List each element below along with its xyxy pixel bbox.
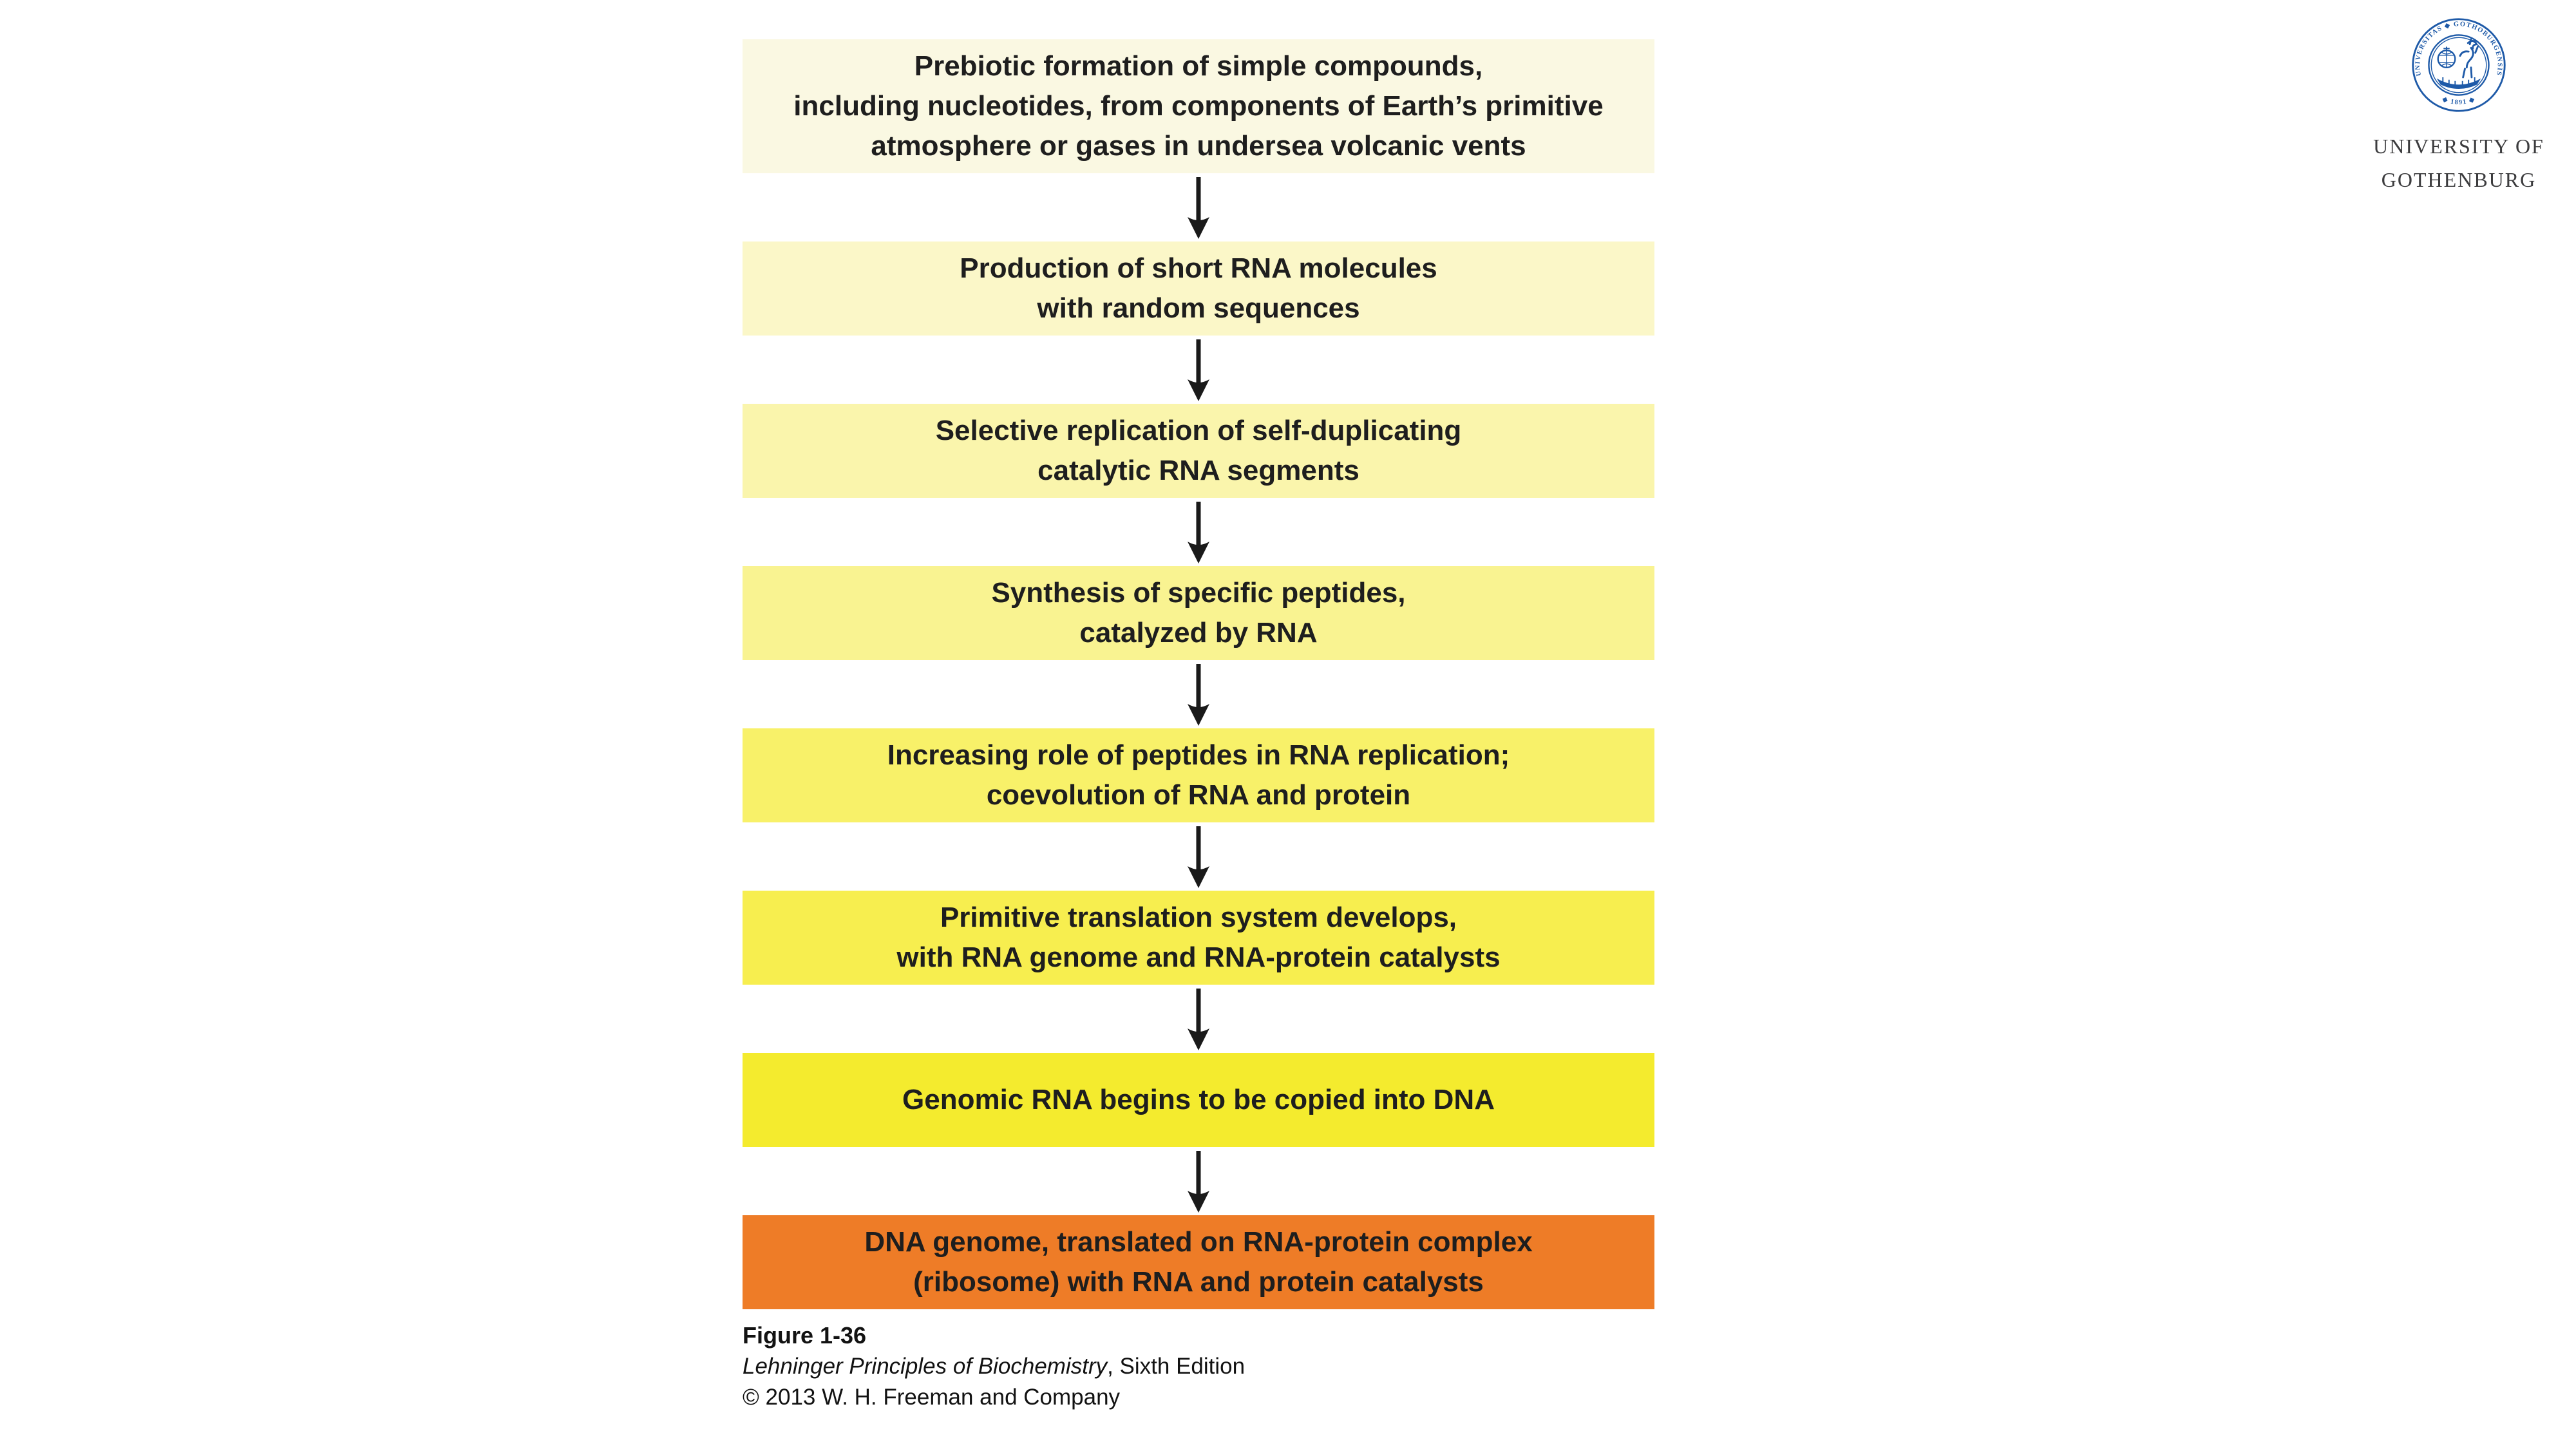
down-arrow-icon xyxy=(1188,502,1209,564)
seal-year-text: ◆ 1891 ◆ xyxy=(2441,95,2476,106)
step-selective-replication: Selective replication of self-duplicatin… xyxy=(743,404,1654,498)
down-arrow xyxy=(743,336,1654,404)
copyright-line: © 2013 W. H. Freeman and Company xyxy=(743,1385,1121,1410)
svg-text:◆ 1891 ◆: ◆ 1891 ◆ xyxy=(2441,95,2476,106)
step-text-line: including nucleotides, from components o… xyxy=(793,90,1604,122)
down-arrow-icon xyxy=(1188,177,1209,239)
step-text-line: Prebiotic formation of simple compounds, xyxy=(914,50,1483,82)
step-text-line: with RNA genome and RNA-protein catalyst… xyxy=(896,942,1501,973)
book-title-italic: Lehninger Principles of Biochemistry xyxy=(743,1354,1108,1379)
down-arrow xyxy=(743,1147,1654,1215)
down-arrow-icon xyxy=(1188,664,1209,726)
book-title-edition: , Sixth Edition xyxy=(1107,1354,1245,1379)
step-peptides-in-replication: Increasing role of peptides in RNA repli… xyxy=(743,728,1654,822)
down-arrow xyxy=(743,660,1654,728)
down-arrow-icon xyxy=(1188,1151,1209,1213)
university-seal-icon: UNIVERSITAS ◆ GOTHOBURGENSIS ◆ 1891 ◆ xyxy=(2412,18,2506,112)
university-name: UNIVERSITY OF GOTHENBURG xyxy=(2344,129,2573,196)
down-arrow xyxy=(743,498,1654,566)
down-arrow-icon xyxy=(1188,989,1209,1050)
step-text-line: catalytic RNA segments xyxy=(1037,455,1359,486)
step-rna-copied-to-dna: Genomic RNA begins to be copied into DNA xyxy=(743,1053,1654,1147)
step-text-line: Production of short RNA molecules xyxy=(960,252,1437,284)
step-text-line: DNA genome, translated on RNA-protein co… xyxy=(864,1226,1533,1258)
figure-label: Figure 1-36 xyxy=(743,1322,867,1349)
step-text-line: Increasing role of peptides in RNA repli… xyxy=(887,739,1510,771)
step-text-line: (ribosome) with RNA and protein catalyst… xyxy=(913,1266,1484,1298)
step-text-line: coevolution of RNA and protein xyxy=(986,779,1411,811)
university-name-line1: UNIVERSITY OF xyxy=(2373,135,2544,158)
step-dna-genome: DNA genome, translated on RNA-protein co… xyxy=(743,1215,1654,1309)
university-name-line2: GOTHENBURG xyxy=(2381,168,2537,191)
university-logo: UNIVERSITAS ◆ GOTHOBURGENSIS ◆ 1891 ◆ UN… xyxy=(2344,16,2573,196)
step-text-line: catalyzed by RNA xyxy=(1079,617,1318,649)
down-arrow xyxy=(743,985,1654,1053)
down-arrow-icon xyxy=(1188,826,1209,888)
step-short-rna: Production of short RNA molecules with r… xyxy=(743,242,1654,336)
book-title: Lehninger Principles of Biochemistry, Si… xyxy=(743,1351,1245,1382)
step-text-line: Synthesis of specific peptides, xyxy=(991,577,1406,609)
step-primitive-translation: Primitive translation system develops, w… xyxy=(743,891,1654,985)
step-peptide-synthesis: Synthesis of specific peptides, catalyze… xyxy=(743,566,1654,660)
step-text-line: Genomic RNA begins to be copied into DNA xyxy=(902,1084,1495,1115)
step-prebiotic-formation: Prebiotic formation of simple compounds,… xyxy=(743,39,1654,173)
down-arrow-icon xyxy=(1188,339,1209,401)
figure-caption: Figure 1-36 Lehninger Principles of Bioc… xyxy=(743,1320,1245,1413)
step-text-line: with random sequences xyxy=(1037,292,1360,324)
seal-emblem xyxy=(2436,38,2481,90)
step-text-line: Primitive translation system develops, xyxy=(940,902,1457,933)
step-text-line: Selective replication of self-duplicatin… xyxy=(935,415,1462,446)
down-arrow xyxy=(743,173,1654,242)
flowchart: Prebiotic formation of simple compounds,… xyxy=(743,39,1654,1309)
step-text-line: atmosphere or gases in undersea volcanic… xyxy=(871,130,1526,162)
down-arrow xyxy=(743,822,1654,891)
